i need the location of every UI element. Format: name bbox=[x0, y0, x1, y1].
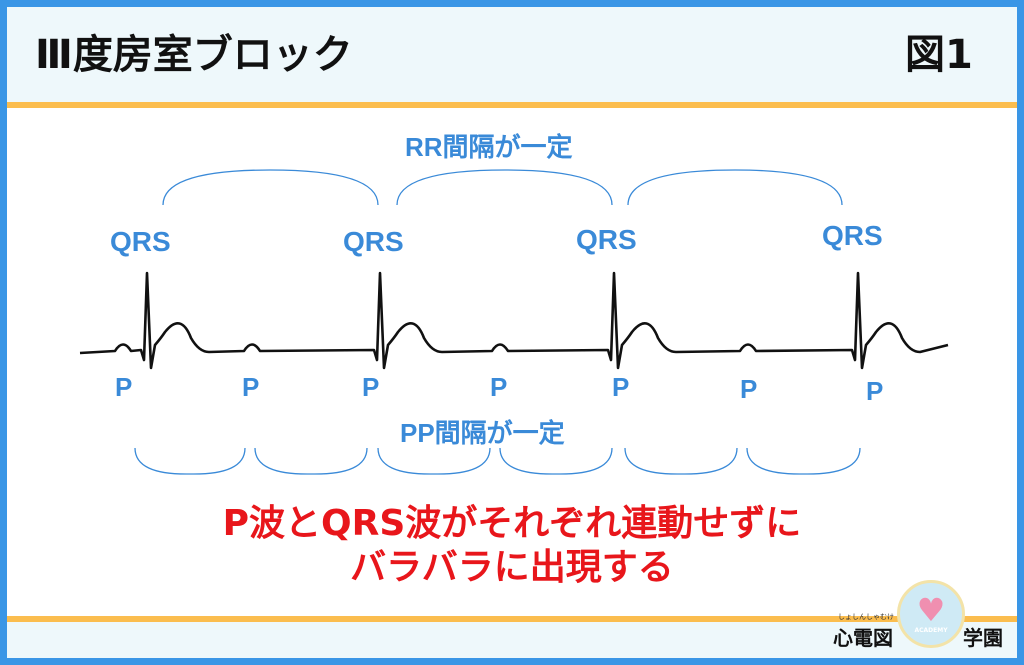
page-title: Ⅲ度房室ブロック bbox=[35, 32, 353, 78]
logo-text-left: 心電図 bbox=[833, 626, 893, 650]
pp-bracket bbox=[499, 447, 613, 475]
figure-number: 図1 bbox=[905, 32, 973, 78]
rr-bracket bbox=[396, 169, 613, 206]
diagram-area bbox=[7, 102, 1017, 622]
rr-interval-label: RR間隔が一定 bbox=[405, 132, 573, 162]
logo-text-right: 学園 bbox=[963, 626, 1003, 650]
pp-bracket bbox=[254, 447, 368, 475]
qrs-label: QRS bbox=[576, 224, 637, 255]
qrs-label: QRS bbox=[822, 220, 883, 251]
pp-interval-label: PP間隔が一定 bbox=[400, 418, 565, 448]
pp-bracket bbox=[134, 447, 246, 475]
pp-bracket bbox=[624, 447, 738, 475]
p-label: P bbox=[612, 372, 630, 402]
qrs-label: QRS bbox=[110, 226, 171, 257]
p-label: P bbox=[740, 374, 758, 404]
logo-badge: ♥ ACADEMY bbox=[897, 580, 965, 648]
pp-bracket bbox=[746, 447, 861, 475]
caption-line-1: P波とQRS波がそれぞれ連動せずに bbox=[222, 503, 802, 544]
qrs-label: QRS bbox=[343, 226, 404, 257]
heart-icon: ♥ bbox=[916, 591, 946, 629]
p-label: P bbox=[362, 372, 380, 402]
ecg-trace bbox=[79, 271, 949, 370]
p-label: P bbox=[866, 376, 884, 406]
caption-line-2: バラバラに出現する bbox=[350, 547, 674, 588]
slide-frame bbox=[7, 7, 1017, 658]
p-label: P bbox=[115, 372, 133, 402]
p-label: P bbox=[490, 372, 508, 402]
p-label: P bbox=[242, 372, 260, 402]
rr-bracket bbox=[162, 169, 379, 206]
logo-badge-text: ACADEMY bbox=[914, 627, 948, 634]
logo-ruby: しょしんしゃむけ bbox=[838, 613, 894, 621]
rr-bracket bbox=[627, 169, 843, 206]
pp-bracket bbox=[377, 447, 491, 475]
